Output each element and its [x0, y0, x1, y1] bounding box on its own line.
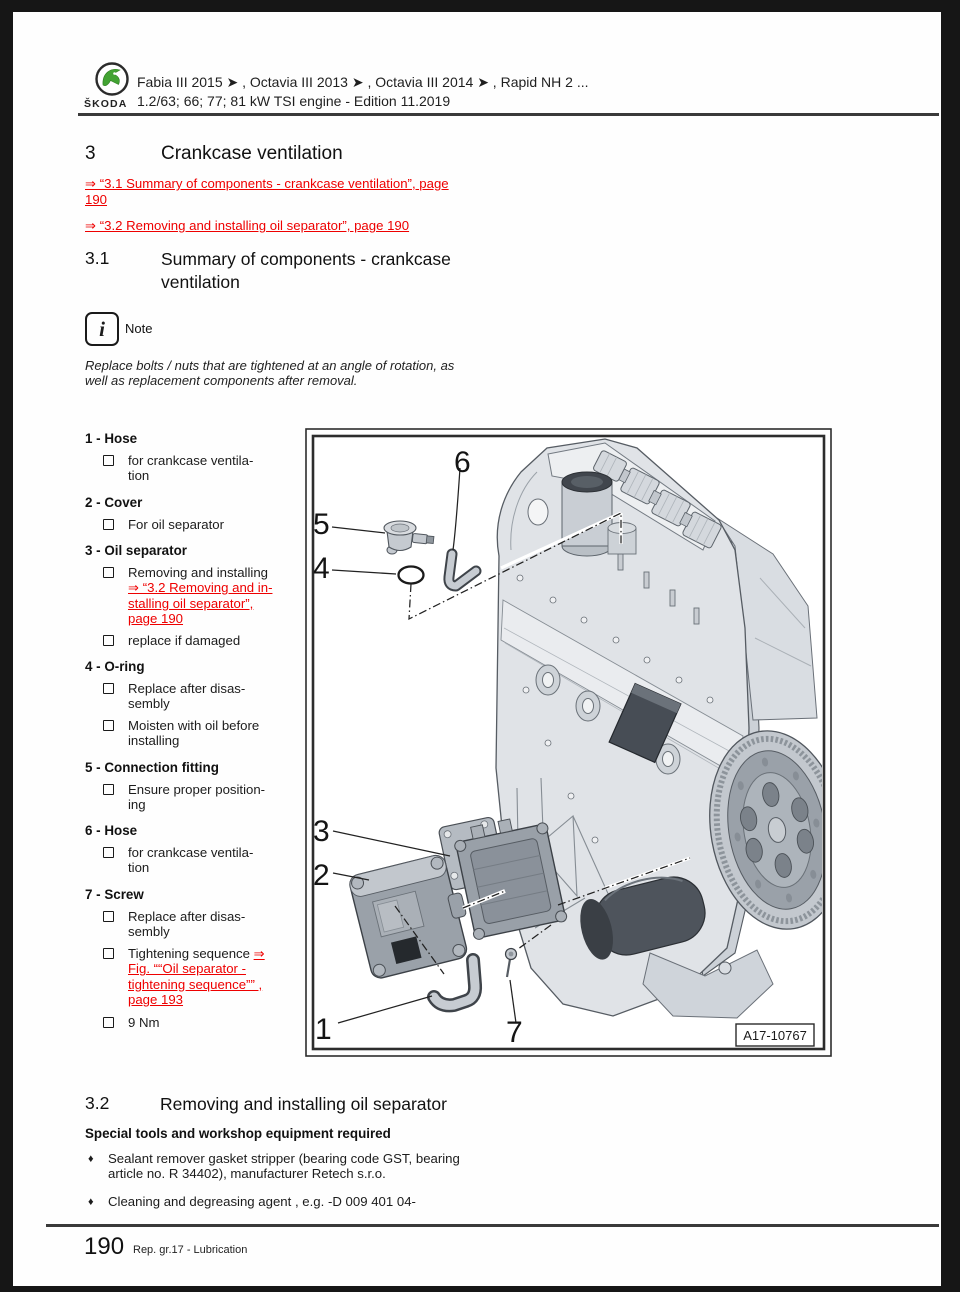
tool-item: ♦ Sealant remover gasket stripper (beari… [88, 1151, 460, 1182]
part-7-screw: 7 - Screw [85, 887, 144, 902]
skoda-wordmark: ŠKODA [84, 98, 128, 110]
header-engine-line: 1.2/63; 66; 77; 81 kW TSI engine - Editi… [137, 93, 451, 109]
section-3-title: Crankcase ventilation [161, 143, 343, 164]
section-3-2-title: Removing and installing oil separator [160, 1094, 447, 1114]
section-3-1-title: Summary of components - crankcase ventil… [161, 249, 451, 292]
callout-5: 5 [313, 508, 330, 541]
callout-numbers: 6 5 4 3 2 1 7 [313, 446, 523, 1049]
square-bullet-icon [103, 720, 114, 731]
engine-illustration [349, 438, 822, 1019]
square-bullet-icon [103, 948, 114, 959]
separator-cover-part [349, 854, 468, 979]
diamond-bullet-icon: ♦ [88, 1153, 94, 1165]
square-bullet-icon [103, 455, 114, 466]
figure-id: A17-10767 [743, 1028, 807, 1043]
repair-group-label: Rep. gr.17 - Lubrication [133, 1244, 248, 1256]
part-1-hose: 1 - Hose [85, 431, 138, 446]
ref-link-3-2[interactable]: ⇒ “3.2 Removing and in- stalling oil sep… [128, 580, 273, 627]
toc-link-3-2[interactable]: ⇒ “3.2 Removing and installing oil separ… [85, 218, 410, 233]
section-3-number: 3 [85, 143, 96, 164]
part-6-hose: 6 - Hose [85, 823, 138, 838]
callout-7: 7 [506, 1016, 523, 1049]
engine-overview-figure: 6 5 4 3 2 1 7 A17-10767 [305, 428, 832, 1057]
square-bullet-icon [103, 635, 114, 646]
section-3-2-number: 3.2 [85, 1093, 110, 1113]
diamond-bullet-icon: ♦ [88, 1196, 94, 1208]
ref-link-fig-tightening[interactable]: ⇒ Fig. ““Oil separator - tightening sequ… [128, 946, 265, 1008]
note-icon: i [85, 312, 119, 346]
flywheel [709, 730, 822, 930]
header-models-line: Fabia III 2015 ➤ , Octavia III 2013 ➤ , … [137, 74, 589, 90]
callout-3: 3 [313, 815, 330, 848]
callout-2: 2 [313, 859, 330, 892]
note-text: Replace bolts / nuts that are tightened … [85, 358, 455, 388]
parts-legend: 1 - Hose for crankcase ventila- tion 2 -… [85, 431, 273, 1030]
oil-separator-part [438, 816, 568, 940]
square-bullet-icon [103, 1017, 114, 1028]
square-bullet-icon [103, 519, 114, 530]
square-bullet-icon [103, 911, 114, 922]
callout-6: 6 [454, 446, 471, 479]
square-bullet-icon [103, 784, 114, 795]
special-tools-subheading: Special tools and workshop equipment req… [85, 1126, 391, 1141]
square-bullet-icon [103, 847, 114, 858]
square-bullet-icon [103, 567, 114, 578]
callout-1: 1 [315, 1013, 332, 1046]
toc-link-3-1[interactable]: ⇒ “3.1 Summary of components - crankcase… [85, 176, 449, 207]
tool-item: ♦ Cleaning and degreasing agent , e.g. -… [88, 1194, 416, 1209]
callout-leader-lines [331, 467, 517, 1024]
screw-part [504, 947, 518, 978]
footer-rule [46, 1224, 939, 1227]
figure-id-box [735, 1023, 815, 1047]
connection-fitting-part [383, 520, 435, 555]
part-3-oil-separator: 3 - Oil separator [85, 543, 187, 558]
document-page: ŠKODA Fabia III 2015 ➤ , Octavia III 201… [13, 12, 941, 1286]
ignition-coils [593, 450, 722, 549]
o-ring-part [397, 565, 425, 585]
figure-inner-border [311, 434, 826, 1051]
square-bullet-icon [103, 683, 114, 694]
page-number: 190 [84, 1233, 125, 1260]
part-2-cover: 2 - Cover [85, 495, 143, 510]
part-5-connection-fitting: 5 - Connection fitting [85, 760, 219, 775]
callout-4: 4 [313, 552, 330, 585]
header-rule [78, 113, 939, 116]
skoda-logo [92, 60, 132, 98]
section-3-1-number: 3.1 [85, 248, 110, 268]
note-label: Note [125, 321, 153, 336]
part-4-o-ring: 4 - O-ring [85, 659, 145, 674]
